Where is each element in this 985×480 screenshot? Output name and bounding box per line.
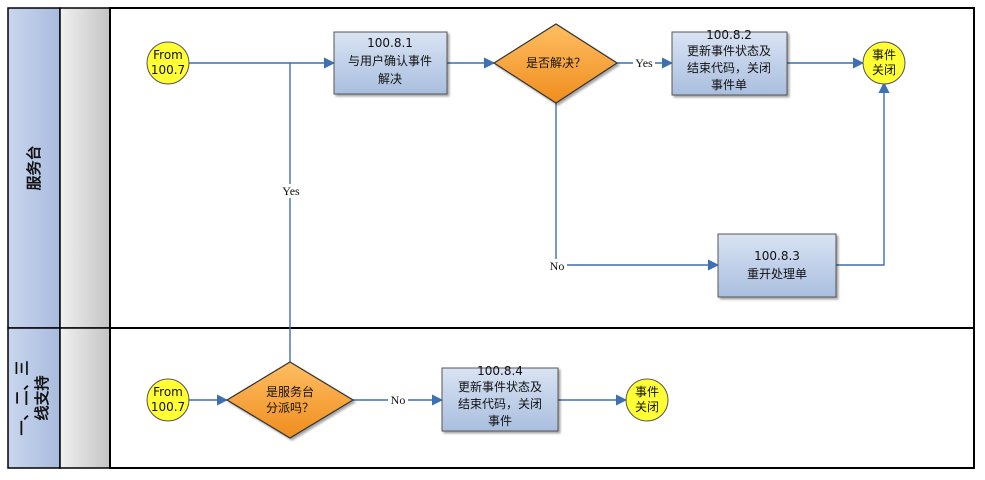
- lane-subheader-top: [59, 7, 111, 329]
- confirm-line1: 与用户确认事件: [348, 53, 432, 68]
- lane-title-service-desk: 服务台: [25, 145, 43, 190]
- from-bottom-line2: 100.7: [151, 400, 185, 414]
- resolved-text: 是否解决？: [526, 56, 586, 70]
- dispatched-line1: 是服务台: [266, 384, 314, 399]
- label-no-top: No: [550, 259, 565, 273]
- confirm-line2: 解决: [378, 72, 402, 86]
- update-bottom-line3: 事件: [488, 414, 512, 428]
- node-from-bottom: From 100.7: [146, 378, 190, 422]
- update-top-id: 100.8.2: [706, 28, 752, 42]
- from-top-line2: 100.7: [151, 63, 185, 77]
- process-confirm: 100.8.1 与用户确认事件 解决: [333, 31, 448, 95]
- label-yes-top: Yes: [635, 56, 653, 70]
- update-bottom-id: 100.8.4: [477, 364, 523, 378]
- close-top-line2: 关闭: [872, 63, 896, 77]
- edge-reopen-to-close: [836, 81, 890, 266]
- decision-resolved: 是否解决？: [492, 23, 619, 104]
- from-bottom-line1: From: [153, 385, 183, 399]
- close-top-line1: 事件: [872, 48, 896, 62]
- lane-subheader-bottom: [59, 327, 111, 469]
- lane-title-support-line2: 线支持: [33, 375, 51, 420]
- node-close-bottom: 事件 关闭: [625, 378, 669, 422]
- edge-labels: Yes No Yes No: [279, 56, 655, 407]
- update-bottom-line2: 结束代码，关闭: [458, 397, 542, 411]
- process-update-bottom: 100.8.4 更新事件状态及 结束代码，关闭 事件: [441, 364, 559, 432]
- update-bottom-line1: 更新事件状态及: [458, 379, 542, 394]
- dispatched-line2: 分派吗？: [266, 401, 314, 415]
- from-top-line1: From: [153, 48, 183, 62]
- process-update-top: 100.8.2 更新事件状态及 结束代码，关闭 事件单: [671, 28, 788, 96]
- update-top-line3: 事件单: [711, 78, 747, 92]
- confirm-id: 100.8.1: [367, 36, 413, 50]
- node-close-top: 事件 关闭: [862, 41, 906, 85]
- node-from-top: From 100.7: [146, 41, 190, 85]
- label-no-bottom: No: [391, 393, 406, 407]
- update-top-line2: 结束代码，关闭: [687, 61, 771, 75]
- process-reopen: 100.8.3 重开处理单: [717, 233, 837, 298]
- reopen-id: 100.8.3: [754, 249, 800, 263]
- reopen-line1: 重开处理单: [747, 267, 807, 281]
- lane-title-support-line1: 一、二、三: [13, 360, 31, 435]
- lane-header-service-desk: [7, 7, 61, 329]
- close-bottom-line2: 关闭: [635, 400, 659, 414]
- decision-dispatched: 是服务台 分派吗？: [225, 361, 355, 439]
- label-yes-vertical: Yes: [282, 184, 300, 198]
- update-top-line1: 更新事件状态及: [687, 43, 771, 58]
- close-bottom-line1: 事件: [635, 385, 659, 399]
